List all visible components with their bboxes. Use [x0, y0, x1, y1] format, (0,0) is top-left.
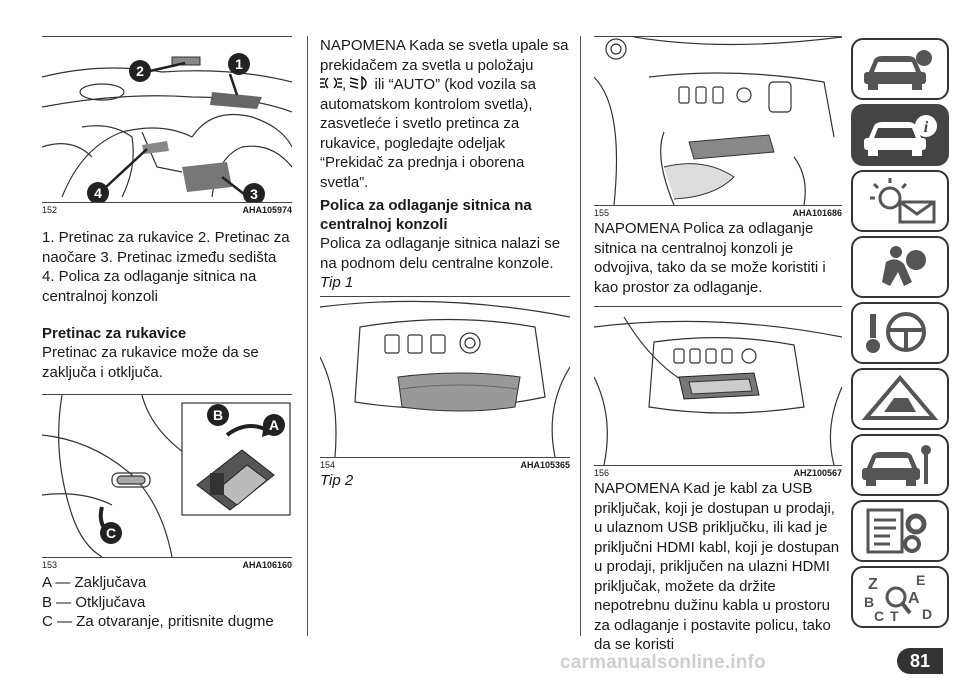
section-heading-console-shelf: Polica za odlaganje sitnica na centralno…	[320, 197, 532, 233]
figure-code: AHA101686	[792, 208, 842, 218]
callout-a: A	[269, 417, 279, 433]
roadside-warning-icon	[861, 374, 939, 420]
key-steering-icon	[866, 312, 926, 353]
page-number: 81	[897, 648, 943, 674]
column-divider	[580, 36, 581, 636]
legend-item-c: C — Za otvaranje, pritisnite dugme	[42, 613, 274, 630]
column-2: NAPOMENA Kada se svetla upale sa prekida…	[320, 0, 570, 490]
technical-data-icon	[866, 508, 927, 554]
parking-light-icon	[320, 77, 342, 89]
console-shelf-type1-illustration	[320, 300, 570, 457]
note-removable-shelf: NAPOMENA Polica za odlaganje sitnica na …	[594, 220, 826, 296]
car-maintenance-icon	[862, 445, 931, 486]
divider	[42, 394, 292, 395]
index-letter: E	[916, 572, 925, 588]
index-letter: C	[874, 608, 884, 623]
callout-2: 2	[136, 63, 144, 79]
figure-number: 154	[320, 459, 336, 470]
legend-item-a: A — Zaključava	[42, 574, 147, 591]
sidebar-tab-airbag-safety[interactable]	[851, 236, 949, 298]
note-lights-part-1: NAPOMENA Kada se svetla upale sa prekida…	[320, 37, 569, 74]
car-info-icon: i	[864, 115, 937, 156]
figure-152: 2 1 4 3	[42, 36, 292, 203]
figure-number: 156	[594, 468, 610, 478]
section-heading-glovebox: Pretinac za rukavice	[42, 325, 187, 342]
icon-separator: ,	[342, 76, 347, 93]
index-letter: T	[890, 608, 899, 623]
callout-c: C	[106, 525, 116, 541]
figure-153: B A C	[42, 395, 292, 558]
figure-code: AHA105365	[520, 459, 570, 470]
figure-152-caption: 152 AHA105974	[42, 205, 292, 216]
glovebox-paragraph: Pretinac za rukavice može da se zaključa…	[42, 344, 259, 381]
column-1: 2 1 4 3 152 AHA105974 1. Pretinac za ruk…	[42, 0, 292, 632]
note-lights-continued: ili “AUTO” (kod vozila sa automatskom ko…	[320, 76, 536, 191]
sidebar-tab-car-info[interactable]: i	[851, 104, 949, 166]
glovebox-overview-illustration: 2 1 4 3	[42, 53, 292, 202]
sidebar-tab-roadside-warning[interactable]	[851, 368, 949, 430]
type-2-label: Tip 2	[320, 471, 354, 489]
airbag-safety-icon	[882, 246, 926, 286]
car-overview-icon	[864, 50, 932, 90]
warning-lights-icon	[870, 178, 936, 224]
legend-item-b: B — Otključava	[42, 593, 146, 611]
divider	[594, 306, 842, 307]
callout-3: 3	[250, 186, 258, 202]
figure-156-caption: 156 AHZ100567	[594, 468, 842, 479]
figure-154-caption: 154 AHA105365	[320, 460, 570, 471]
column-3: 155 AHA101686 NAPOMENA Polica za odlagan…	[594, 0, 842, 655]
divider	[320, 295, 570, 297]
figure-code: AHA106160	[242, 560, 292, 570]
figure-number: 155	[594, 208, 610, 218]
note-lights-part-2: , ili “AUTO” (kod vozila sa automatskom …	[320, 75, 570, 192]
index-letter: A	[908, 590, 920, 607]
index-letter: D	[922, 606, 932, 622]
sidebar-tab-key-steering[interactable]	[851, 302, 949, 364]
figure-154	[320, 297, 570, 458]
watermark: carmanualsonline.info	[560, 652, 766, 673]
usb-shelf-illustration	[594, 316, 842, 465]
low-beam-icon	[350, 75, 368, 91]
note-usb-cable: NAPOMENA Kad je kabl za USB priključak, …	[594, 480, 840, 653]
figure-155-caption: 155 AHA101686	[594, 208, 842, 219]
column-divider	[307, 36, 308, 636]
index-letter: Z	[868, 576, 878, 593]
figure-code: AHZ100567	[793, 468, 842, 478]
type-1-label: Tip 1	[320, 274, 354, 291]
sidebar-tab-car-overview[interactable]	[851, 38, 949, 100]
console-shelf-paragraph: Polica za odlaganje sitnica nalazi se na…	[320, 235, 561, 272]
callout-1: 1	[235, 56, 243, 72]
sidebar-tab-alphabetical-index[interactable]: Z E B A C T D	[851, 566, 949, 628]
callout-b: B	[213, 407, 223, 423]
glovebox-lock-illustration: B A C	[42, 395, 291, 557]
sidebar-tab-car-maintenance[interactable]	[851, 434, 949, 496]
figure-152-legend: 1. Pretinac za rukavice 2. Pretinac za n…	[42, 229, 290, 305]
figure-code: AHA105974	[242, 205, 292, 215]
sidebar-tab-technical-data[interactable]	[851, 500, 949, 562]
callout-4: 4	[94, 185, 102, 201]
figure-155	[594, 36, 842, 206]
figure-number: 152	[42, 205, 58, 215]
svg-text:i: i	[924, 119, 929, 136]
console-shelf-type2-illustration	[594, 37, 842, 205]
figure-153-caption: 153 AHA106160	[42, 560, 292, 571]
sidebar-tab-warning-lights[interactable]	[851, 170, 949, 232]
figure-number: 153	[42, 560, 58, 570]
figure-156	[594, 307, 842, 466]
index-letter: B	[864, 594, 874, 610]
alphabetical-index-icon: Z E B A C T D	[864, 572, 932, 623]
